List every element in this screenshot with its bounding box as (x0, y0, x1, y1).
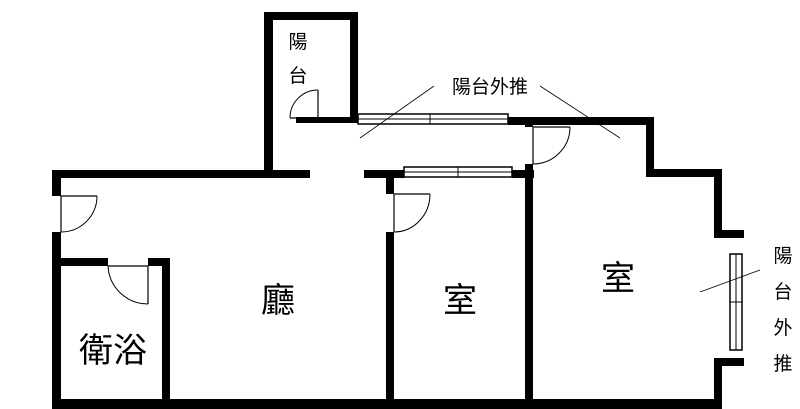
partition-wall-lower (525, 164, 533, 408)
balcony-wall-right (350, 12, 358, 122)
partition-wall-upper (525, 117, 533, 127)
middle-window (403, 166, 513, 178)
living-wall-top (52, 170, 310, 178)
bathroom-label: 衛浴 (79, 331, 147, 371)
right-wall-step (646, 169, 722, 177)
left-wall-upper (52, 170, 61, 196)
small-room-wall-top-right (512, 170, 534, 178)
side-annotation-char-4: 推 (773, 353, 792, 375)
upper-wall-right-segment (508, 117, 654, 125)
leader-right (699, 269, 761, 293)
small-bedroom-label: 室 (443, 281, 477, 321)
small-room-wall-top-left (364, 170, 404, 178)
right-window (729, 253, 743, 351)
bathroom-wall-top-right (148, 258, 170, 266)
bathroom-wall-top-left (52, 258, 108, 266)
side-annotation-char-3: 外 (773, 317, 792, 339)
leader-top-left (359, 85, 435, 139)
right-wall-upper (646, 117, 654, 177)
right-wall-lower (714, 358, 722, 408)
side-annotation-char-1: 陽 (773, 245, 792, 267)
small-room-wall-left-lower (386, 232, 394, 408)
upper-wall-stub (296, 117, 358, 123)
balcony-label-line2: 台 (288, 65, 307, 87)
leader-top-right (539, 85, 621, 139)
balcony-label-line1: 陽 (288, 31, 307, 53)
left-wall-lower (52, 232, 61, 408)
annotation-leaders (359, 85, 761, 293)
balcony-wall-left (264, 12, 273, 170)
balcony-wall-top (264, 12, 358, 20)
side-annotation-char-2: 台 (773, 281, 792, 303)
bathroom-door (107, 265, 149, 305)
living-room-label: 廳 (261, 281, 295, 321)
large-room-door (532, 126, 571, 165)
entry-door (60, 195, 98, 233)
right-wall-middle (714, 169, 722, 237)
right-wall-notch-bottom (714, 358, 744, 366)
top-window (357, 113, 509, 125)
right-wall-notch-top (714, 230, 744, 238)
walls (52, 12, 744, 409)
balcony-door (289, 89, 319, 119)
bathroom-wall-right (162, 258, 170, 408)
small-room-wall-left-upper (386, 170, 394, 194)
balcony-extension-label: 陽台外推 (452, 76, 528, 98)
small-room-door (393, 193, 431, 233)
large-bedroom-label: 室 (601, 259, 635, 299)
